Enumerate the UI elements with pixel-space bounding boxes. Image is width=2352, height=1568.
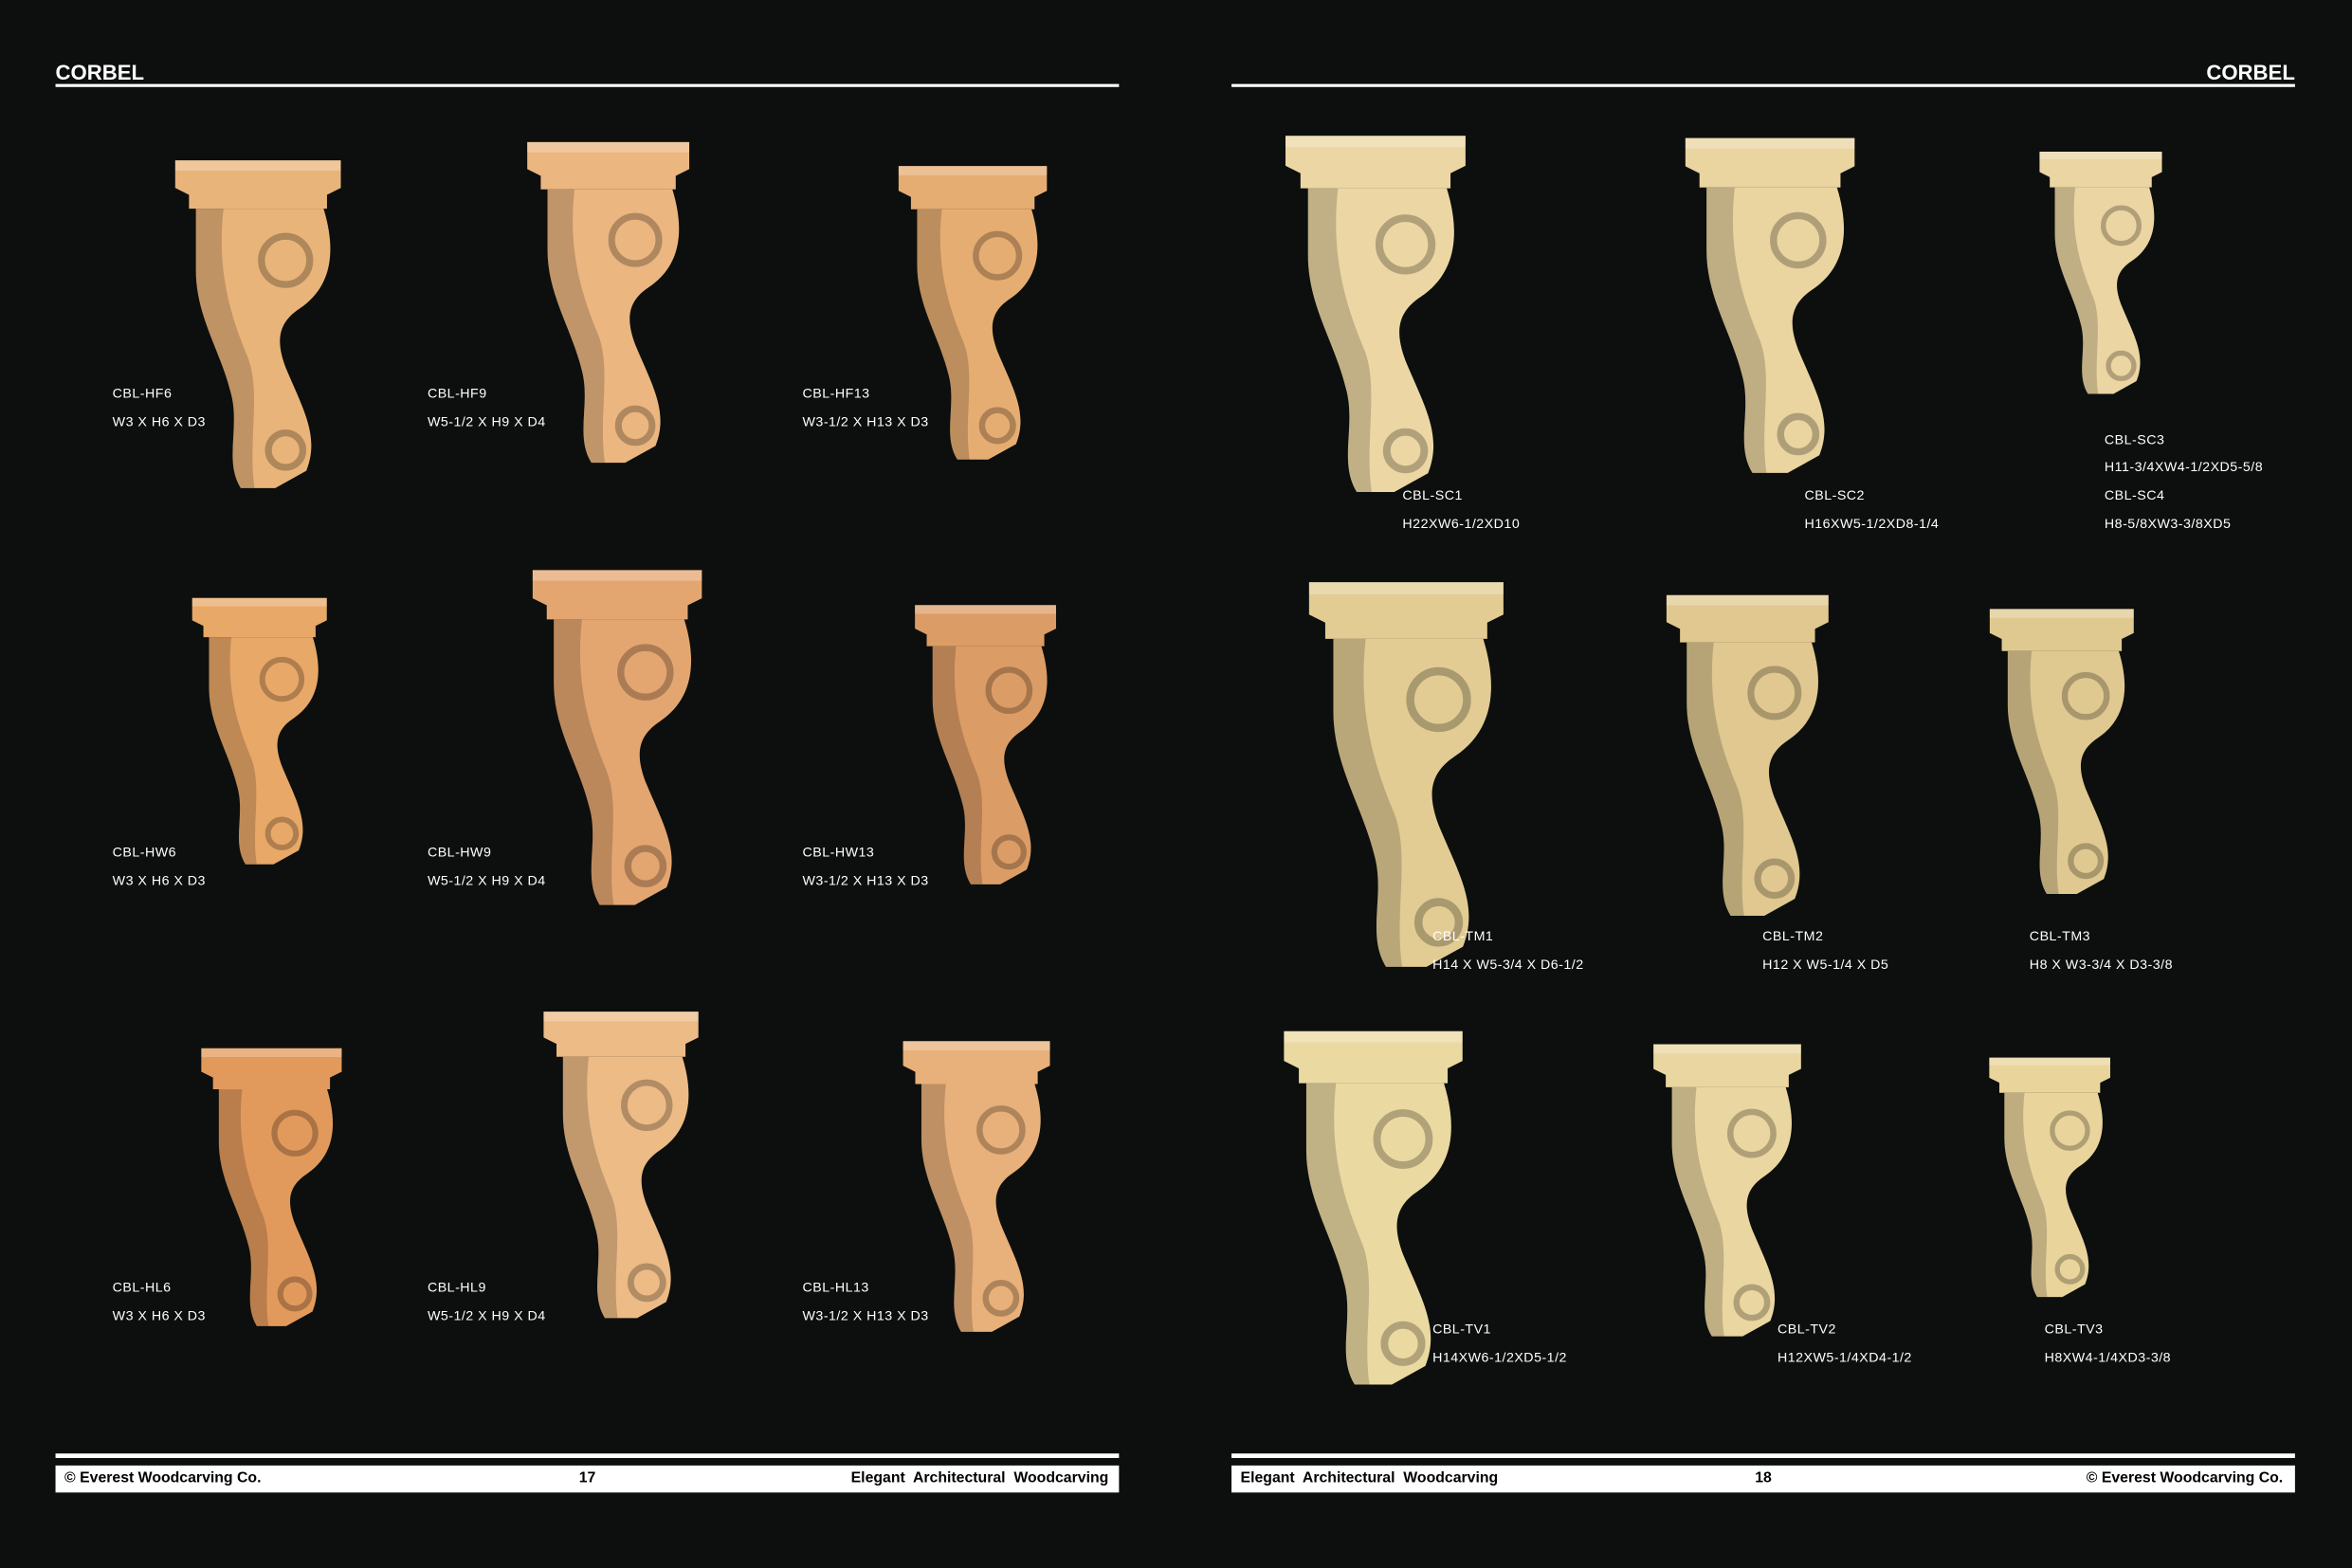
product-dimensions: W3 X H6 X D3 — [112, 872, 206, 888]
product-code: CBL-HW9 — [427, 844, 492, 860]
corbel-image-hl6 — [183, 1040, 360, 1333]
footer-rule — [1231, 1453, 2295, 1458]
product-dimensions: H8 X W3-3/4 X D3-3/8 — [2029, 957, 2173, 973]
corbel-image-hl9 — [515, 1002, 728, 1324]
header-rule — [55, 83, 1120, 87]
corbel-image-sc1 — [1270, 124, 1481, 500]
corbel-image-hw6 — [170, 590, 350, 870]
left-page-header: CORBEL — [55, 60, 145, 84]
corbel-image-hl13 — [900, 975, 1052, 1395]
product-dimensions: W5-1/2 X H9 X D4 — [427, 413, 546, 429]
product-dimensions: W5-1/2 X H9 X D4 — [427, 1307, 546, 1323]
product-code: CBL-SC3 — [2104, 431, 2165, 447]
product-dimensions: H14 X W5-3/4 X D6-1/2 — [1432, 957, 1584, 973]
product-code: CBL-TV2 — [1777, 1321, 1836, 1337]
footer-rule — [55, 1453, 1120, 1458]
product-dimensions: H16XW5-1/2XD8-1/4 — [1804, 516, 1940, 532]
footer-copyright: © Everest Woodcarving Co. — [2086, 1469, 2284, 1487]
product-dimensions: H8XW4-1/4XD3-3/8 — [2044, 1350, 2172, 1365]
corbel-image-hf13 — [896, 105, 1050, 518]
product-code: CBL-TM2 — [1762, 928, 1824, 944]
product-dimensions: W3 X H6 X D3 — [112, 413, 206, 429]
product-code: CBL-TM1 — [1432, 928, 1494, 944]
corbel-image-hw9 — [515, 559, 720, 912]
footer-copyright: © Everest Woodcarving Co. — [64, 1469, 262, 1487]
product-code: CBL-HF9 — [427, 385, 487, 401]
product-dimensions: W3-1/2 X H13 X D3 — [802, 1307, 929, 1323]
left-page-footer: © Everest Woodcarving Co. 17 Elegant Arc… — [55, 1465, 1120, 1493]
product-dimensions: W5-1/2 X H9 X D4 — [427, 872, 546, 888]
corbel-image-sc2 — [1672, 127, 1868, 480]
corbel-image-hw13 — [912, 537, 1059, 949]
product-code: CBL-TM3 — [2029, 928, 2091, 944]
right-page-footer: Elegant Architectural Woodcarving 18 © E… — [1231, 1465, 2295, 1493]
product-code: CBL-SC2 — [1804, 487, 1865, 503]
product-dimensions: W3 X H6 X D3 — [112, 1307, 206, 1323]
product-code: CBL-HF13 — [802, 385, 870, 401]
product-dimensions: W3-1/2 X H13 X D3 — [802, 872, 929, 888]
page-number: 18 — [1755, 1469, 1772, 1487]
product-dimensions: H12XW5-1/4XD4-1/2 — [1777, 1350, 1912, 1365]
product-dimensions: H12 X W5-1/4 X D5 — [1762, 957, 1889, 973]
right-page-header: CORBEL — [2206, 60, 2295, 84]
product-code: CBL-HW13 — [802, 844, 875, 860]
product-dimensions: H14XW6-1/2XD5-1/2 — [1432, 1350, 1567, 1365]
product-code: CBL-HW6 — [112, 844, 177, 860]
product-code: CBL-SC4 — [2104, 487, 2165, 503]
product-code: CBL-TV3 — [2044, 1321, 2104, 1337]
product-code: CBL-SC1 — [1402, 487, 1463, 503]
corbel-image-sc3 — [2030, 144, 2172, 399]
product-dimensions: H8-5/8XW3-3/8XD5 — [2104, 516, 2232, 532]
footer-tagline: Elegant Architectural Woodcarving — [850, 1469, 1109, 1487]
product-code: CBL-HL9 — [427, 1279, 486, 1295]
corbel-image-hf6 — [168, 150, 348, 495]
product-code: CBL-HL6 — [112, 1279, 172, 1295]
corbel-image-tm1 — [1298, 570, 1515, 975]
product-dimensions: H22XW6-1/2XD10 — [1402, 516, 1521, 532]
corbel-image-tm3 — [1983, 600, 2141, 900]
corbel-image-tv3 — [1984, 1050, 2115, 1303]
corbel-image-tm2 — [1657, 585, 1837, 922]
product-code: CBL-HF6 — [112, 385, 173, 401]
product-code: CBL-HL13 — [802, 1279, 869, 1295]
page-number: 17 — [578, 1469, 596, 1487]
corbel-image-tv2 — [1650, 1035, 1804, 1342]
header-rule — [1231, 83, 2295, 87]
product-dimensions: H11-3/4XW4-1/2XD5-5/8 — [2104, 459, 2264, 474]
footer-tagline: Elegant Architectural Woodcarving — [1240, 1469, 1499, 1487]
product-dimensions: W3-1/2 X H13 X D3 — [802, 413, 929, 429]
product-code: CBL-TV1 — [1432, 1321, 1491, 1337]
